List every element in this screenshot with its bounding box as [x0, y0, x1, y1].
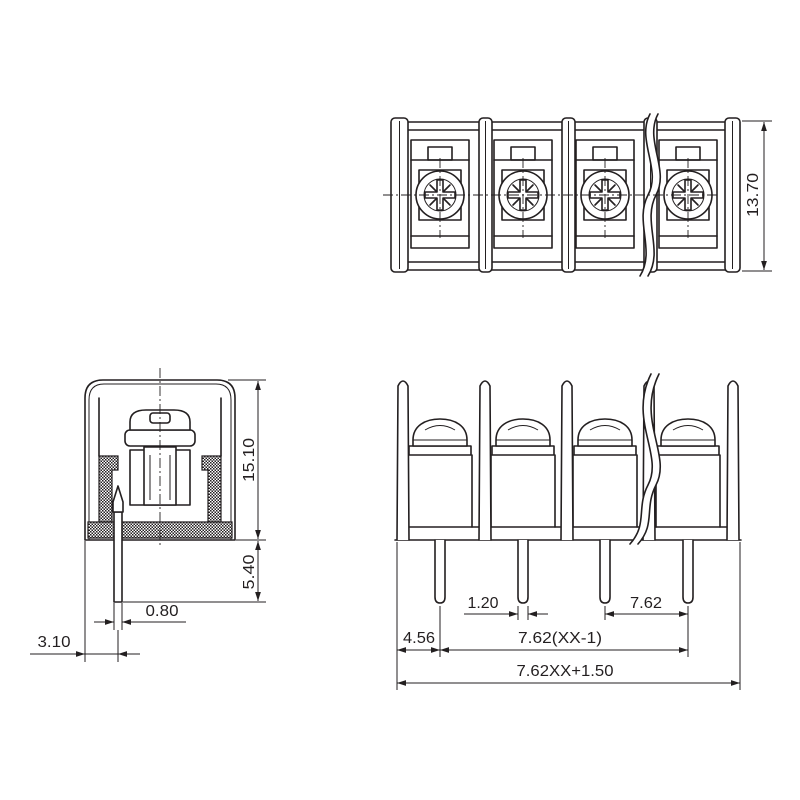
terminal-cell-top: [493, 139, 553, 249]
screw-washer: [656, 445, 720, 456]
dim-text-pin-span: 7.62(XX-1): [518, 630, 602, 647]
side-view: 15.10 5.40 0.80 3.10: [30, 368, 266, 662]
front-view-dimensions: 1.20 7.62 4.56 7.62(XX-1) 7.62XX+1.50: [396, 542, 741, 690]
dim-text-body-height: 15.10: [241, 438, 258, 482]
separator-post: [396, 380, 410, 541]
dim-text-pin-diameter: 1.20: [468, 595, 499, 612]
terminal-cell-top: [575, 139, 635, 249]
side-solder-pin: [113, 511, 123, 603]
terminal-cell-top: [410, 139, 470, 249]
terminal-cell-front: [655, 418, 721, 604]
screw-dome: [577, 418, 633, 447]
terminal-cell-front: [572, 418, 638, 604]
dim-text-overall-length: 7.62XX+1.50: [517, 663, 614, 680]
terminal-cell-front: [490, 418, 556, 604]
top-view-dimensions: 13.70: [742, 120, 772, 272]
separator-post: [478, 380, 492, 541]
screw-dome-highlight: [424, 425, 456, 431]
screw-dome-highlight: [507, 425, 539, 431]
dim-text-top-width: 13.70: [745, 173, 762, 217]
dim-text-pitch: 7.62: [630, 595, 662, 612]
side-pin-tip: [112, 485, 124, 513]
top-view: 13.70: [383, 113, 772, 277]
dim-text-pin-width: 0.80: [146, 603, 179, 620]
screw-dome: [495, 418, 551, 447]
solder-pin: [434, 539, 446, 604]
solder-pin: [517, 539, 529, 604]
screw-washer: [408, 445, 472, 456]
front-view: 1.20 7.62 4.56 7.62(XX-1) 7.62XX+1.50: [394, 373, 742, 690]
separator-post: [560, 380, 574, 541]
screw-dome: [660, 418, 716, 447]
screw-dome: [412, 418, 468, 447]
screw-washer: [573, 445, 637, 456]
solder-pin: [599, 539, 611, 604]
screw-dome-highlight: [589, 425, 621, 431]
screw-washer: [491, 445, 555, 456]
dim-text-edge-to-pin: 4.56: [403, 630, 435, 647]
break-gap: [630, 374, 661, 544]
terminal-cell-front: [407, 418, 473, 604]
front-view-body: [394, 373, 742, 604]
dim-text-pin-offset: 3.10: [38, 634, 71, 651]
break-line: [637, 373, 661, 545]
dim-text-pin-length: 5.40: [241, 554, 258, 589]
side-view-dimensions: 15.10 5.40 0.80 3.10: [30, 379, 266, 662]
separator-post: [726, 380, 740, 541]
top-view-body: [383, 113, 741, 277]
terminal-cell-top: [658, 139, 718, 249]
break-line: [629, 373, 653, 545]
screw-dome-highlight: [672, 425, 704, 431]
solder-pin: [682, 539, 694, 604]
side-housing-inner-edge: [88, 383, 232, 540]
